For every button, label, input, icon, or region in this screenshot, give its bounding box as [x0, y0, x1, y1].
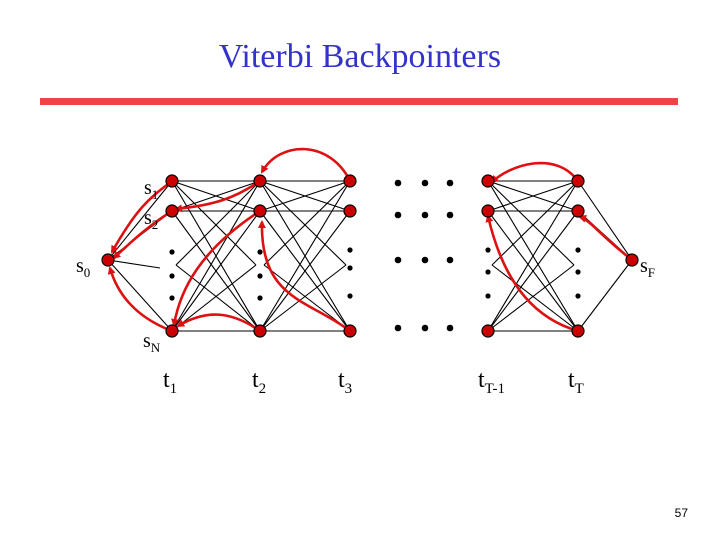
filler-node	[485, 293, 491, 299]
filler-node	[575, 247, 581, 253]
page-number: 57	[674, 506, 688, 520]
ellipsis-dot	[394, 179, 402, 187]
filler-node	[347, 293, 353, 299]
time-label-tT-1: tT-1	[478, 367, 505, 397]
trellis-node	[571, 204, 585, 218]
slide-title: Viterbi Backpointers	[218, 38, 502, 75]
trellis-node	[165, 204, 179, 218]
filler-node	[257, 249, 263, 255]
trellis-edge	[487, 180, 575, 266]
backpointer-arrow	[260, 147, 352, 182]
ellipsis-dot	[446, 324, 454, 332]
state-label-s2: s2	[144, 207, 159, 232]
time-label-t2: t2	[252, 367, 267, 397]
backpointer-arrow	[257, 220, 351, 333]
trellis-edge	[259, 180, 351, 332]
time-label-t3: t3	[338, 367, 353, 397]
filler-node	[485, 247, 491, 253]
time-label-tT: tT	[568, 367, 584, 397]
ellipsis-dot	[421, 179, 429, 187]
trellis-edge	[491, 180, 579, 266]
trellis-node	[571, 324, 585, 338]
trellis-edge	[259, 264, 347, 332]
trellis-edge	[487, 210, 579, 332]
ellipsis-dot	[446, 211, 454, 219]
trellis-nodes	[101, 174, 639, 338]
trellis-edge	[171, 180, 257, 266]
trellis-edge	[487, 180, 579, 332]
trellis-edge	[259, 180, 351, 212]
filler-node	[257, 295, 263, 301]
backpointer-arrows	[107, 147, 633, 333]
trellis-edge	[259, 210, 351, 332]
trellis-node	[343, 174, 357, 188]
backpointer-arrow	[176, 313, 261, 333]
backpointer-arrow	[110, 179, 173, 254]
ellipsis-dot	[446, 179, 454, 187]
filler-node	[575, 269, 581, 275]
trellis-edge	[171, 180, 261, 332]
state-label-sF: sF	[640, 255, 656, 280]
filler-node	[257, 273, 263, 279]
trellis-node	[343, 204, 357, 218]
trellis-node	[343, 324, 357, 338]
trellis-edge	[259, 180, 347, 266]
trellis-node	[481, 204, 495, 218]
ellipsis-dot	[394, 324, 402, 332]
filler-node	[347, 247, 353, 253]
trellis-edge	[171, 264, 257, 332]
filler-node	[169, 273, 175, 279]
trellis-edge	[107, 180, 173, 261]
final-node	[625, 253, 639, 267]
trellis-node	[253, 324, 267, 338]
backpointer-arrow	[171, 209, 261, 327]
backpointer-arrow	[578, 214, 633, 262]
trellis-node	[253, 204, 267, 218]
time-label-t1: t1	[163, 367, 178, 397]
backpointer-arrow	[107, 266, 173, 333]
backpointer-arrow	[490, 161, 580, 184]
trellis-edge	[107, 259, 161, 269]
trellis-edge	[263, 180, 351, 266]
filler-node	[169, 249, 175, 255]
trellis-node	[481, 324, 495, 338]
state-label-s1: s1	[144, 177, 159, 202]
trellis-edge	[491, 264, 579, 332]
filler-node	[169, 295, 175, 301]
filler-node	[485, 269, 491, 275]
ellipsis-dot	[421, 256, 429, 264]
state-label-sN: sN	[143, 330, 161, 355]
trellis-edges	[107, 180, 633, 332]
trellis-edge	[175, 180, 261, 266]
start-node	[101, 253, 115, 267]
backpointer-arrow	[112, 209, 173, 260]
ellipsis-dot	[446, 256, 454, 264]
title-rule	[40, 98, 678, 105]
filler-node	[347, 265, 353, 271]
trellis-node	[165, 174, 179, 188]
trellis-edge	[487, 180, 579, 212]
trellis-edge	[171, 210, 261, 332]
backpointer-arrow	[174, 179, 261, 213]
ellipsis-dot	[394, 211, 402, 219]
state-label-s0: s0	[76, 255, 91, 280]
ellipsis-dot	[421, 211, 429, 219]
trellis-edge	[107, 259, 173, 332]
trellis-edge	[171, 180, 261, 212]
ellipsis-dots	[169, 179, 581, 332]
filler-node	[575, 293, 581, 299]
trellis-node	[571, 174, 585, 188]
trellis-node	[253, 174, 267, 188]
trellis-edge	[487, 264, 575, 332]
ellipsis-dot	[394, 256, 402, 264]
trellis-edge	[577, 180, 633, 261]
trellis-edge	[577, 259, 633, 332]
trellis-node	[165, 324, 179, 338]
backpointer-arrow	[485, 214, 579, 333]
trellis-edge	[175, 264, 261, 332]
trellis-node	[481, 174, 495, 188]
ellipsis-dot	[421, 324, 429, 332]
